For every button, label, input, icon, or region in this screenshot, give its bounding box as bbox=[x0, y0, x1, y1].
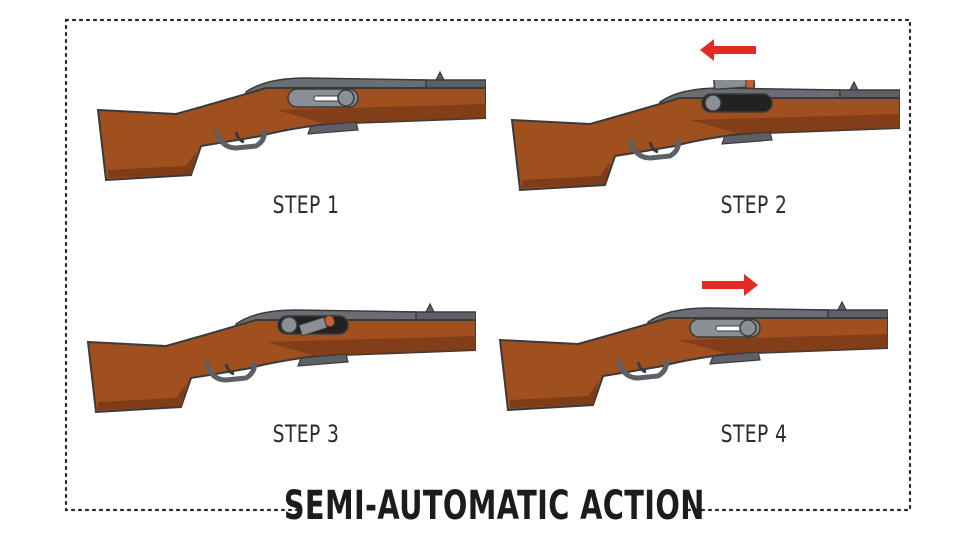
step-3-panel bbox=[86, 302, 476, 427]
step-1-label: STEP 1 bbox=[272, 191, 340, 219]
diagram-title: SEMI-AUTOMATIC ACTION bbox=[283, 483, 705, 529]
bolt bbox=[689, 318, 761, 338]
bolt-loading bbox=[277, 314, 349, 337]
step-3-label: STEP 3 bbox=[272, 420, 340, 448]
bolt-open bbox=[701, 80, 773, 113]
step-4-label: STEP 4 bbox=[720, 420, 788, 448]
title-container: SEMI-AUTOMATIC ACTION bbox=[284, 478, 704, 534]
arrow-left-icon bbox=[700, 39, 756, 61]
arrow-right-icon bbox=[702, 274, 758, 296]
step-4-panel bbox=[498, 300, 888, 425]
bolt bbox=[287, 88, 359, 108]
step-2-panel bbox=[510, 80, 900, 205]
step-2-label: STEP 2 bbox=[720, 191, 788, 219]
step-1-panel bbox=[96, 70, 486, 195]
